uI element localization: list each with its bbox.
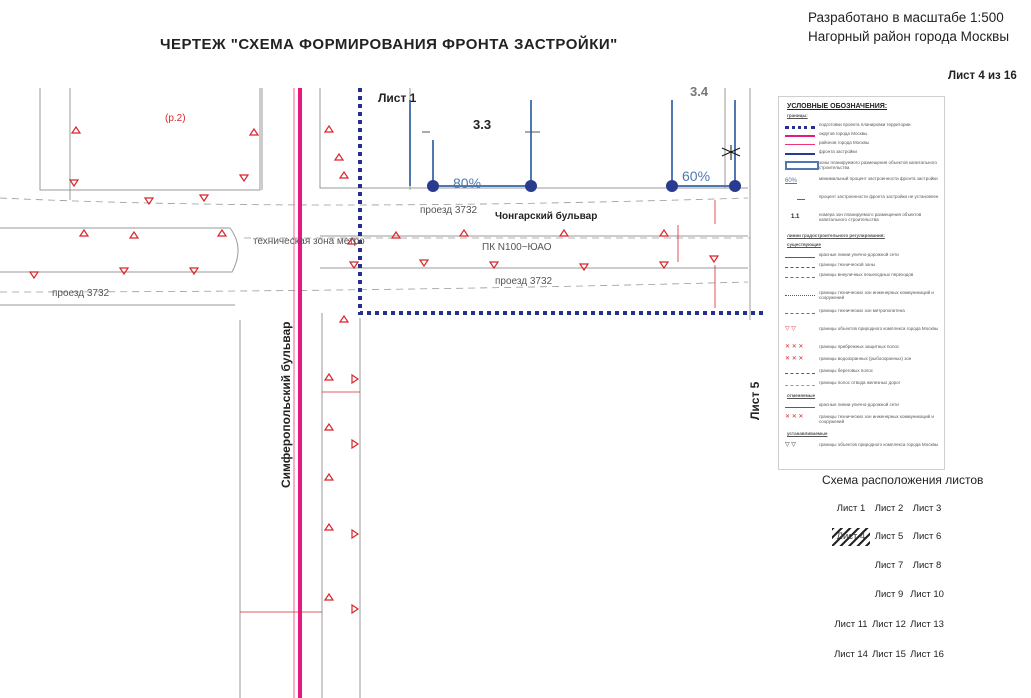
pct-60-label: 60%	[682, 168, 711, 184]
dimension-marks	[240, 200, 716, 613]
frontage-points	[427, 180, 741, 192]
legend-item: ✕ ✕ ✕ границы прибрежных защитных полос	[785, 344, 900, 350]
chongar-blvd-label: Чонгарский бульвар	[495, 211, 598, 222]
legend-item: процент застроенности фронта застройки н…	[779, 193, 944, 209]
sheet-number: Лист 4 из 16	[948, 70, 1017, 82]
sheet-cell: Лист 4	[832, 528, 870, 546]
sheet-cell: Лист 9	[874, 589, 904, 600]
sheet-cell: Лист 5	[874, 531, 904, 542]
legend-item: районов города Москвы	[779, 139, 944, 151]
simferopol-blvd-label: Симферопольский бульвар	[279, 321, 293, 488]
sheet-cell: Лист 15	[872, 649, 906, 660]
legend-item: границы технических зон метрополитена	[779, 307, 944, 323]
sheet-cell: Лист 11	[834, 619, 868, 630]
sheet-cell: Лист 7	[874, 560, 904, 571]
legend-item: ✕ ✕ ✕ границы водоохранных (рыбоохранных…	[785, 356, 912, 362]
tech-zone-label: техническая зона метро	[253, 236, 365, 247]
legend-item: границы полос отвода железных дорог	[779, 379, 944, 391]
legend-item: зоны планируемого размещения объектов ка…	[779, 159, 944, 175]
legend-item: красные линии улично-дорожной сети	[779, 401, 944, 413]
pct-80-label: 80%	[453, 175, 482, 191]
legend-title: УСЛОВНЫЕ ОБОЗНАЧЕНИЯ:	[787, 103, 888, 110]
legend-item: 60% минимальный процент застроенности фр…	[785, 176, 938, 184]
p2-label: (р.2)	[165, 113, 186, 124]
zone-outline	[409, 100, 736, 187]
sheet-cell: Лист 2	[874, 503, 904, 514]
sheet-cell: Лист 6	[912, 531, 942, 542]
sheet-cell: Лист 12	[872, 619, 906, 630]
legend-item: границы технических зон инженерных комму…	[779, 289, 944, 305]
scale-line-1: Разработано в масштабе 1:500	[808, 10, 1004, 25]
proezd-left-label: проезд 3732	[52, 288, 110, 299]
proezd-dashes	[0, 197, 750, 293]
sheet5-label: Лист 5	[748, 381, 762, 420]
legend-item: ✕ ✕ ✕ границы технических зон инженерных…	[785, 414, 934, 424]
legend-item: 1.1 номера зон планируемого размещения о…	[791, 212, 922, 222]
sheet-cell: Лист 3	[912, 503, 942, 514]
zone-33-label: 3.3	[473, 117, 492, 132]
legend-cancelled-heading: отменяемые	[787, 393, 816, 398]
sheet-cell: Лист 13	[910, 619, 944, 630]
legend-item: границы технической зоны	[779, 261, 944, 273]
legend-existing-heading: существующие	[787, 242, 822, 247]
scale-line-2: Нагорный район города Москвы	[808, 29, 1010, 44]
sheet-cell: Лист 10	[910, 589, 944, 600]
legend-item: красные линии улично-дорожной сети	[779, 251, 944, 263]
legend-panel: УСЛОВНЫЕ ОБОЗНАЧЕНИЯ: границы: подготовк…	[778, 96, 945, 470]
legend-established-heading: устанавливаемые	[787, 431, 828, 436]
legend-item: границы внеуличных пешеходных переходов	[779, 271, 944, 287]
legend-item: ▽ ▽ границы объектов природного комплекс…	[785, 442, 939, 448]
sheet-cell: Лист 16	[910, 649, 944, 660]
proezd-mid-label: проезд 3732	[495, 276, 553, 287]
scale-note: Разработано в масштабе 1:500 Нагорный ра…	[792, 8, 1031, 50]
sheet-cell: Лист 14	[834, 649, 868, 660]
sheet-cell: Лист 1	[836, 503, 866, 514]
legend-item: округов города Москвы	[779, 130, 944, 142]
pk-label: ПК N100~ЮАО	[482, 242, 552, 253]
legend-red-lines-heading: линии градостроительного регулирования:	[787, 233, 885, 238]
legend-item: подготовки проекта планировки территории	[779, 121, 944, 133]
sheet-layout-grid: Схема расположения листов Лист 1 Лист 2 Ли…	[822, 470, 983, 680]
drawing-title: ЧЕРТЕЖ "СХЕМА ФОРМИРОВАНИЯ ФРОНТА ЗАСТРО…	[160, 36, 618, 53]
map-canvas	[0, 88, 765, 698]
legend-item: ▽ ▽ границы объектов природного комплекс…	[785, 326, 939, 332]
sheet1-label: Лист 1	[378, 91, 417, 105]
sheet-cell: Лист 8	[912, 560, 942, 571]
red-line-markers	[28, 124, 720, 615]
planning-boundary	[358, 88, 765, 315]
legend-item: границы береговых полос	[779, 367, 944, 379]
sheet-grid-title: Схема расположения листов	[822, 473, 984, 487]
proezd-top-label: проезд 3732	[420, 205, 478, 216]
legend-subtitle: границы:	[787, 113, 808, 118]
legend-item: фронта застройки	[779, 148, 944, 160]
zone-34-label: 3.4	[690, 84, 709, 99]
street-outlines	[0, 88, 751, 698]
